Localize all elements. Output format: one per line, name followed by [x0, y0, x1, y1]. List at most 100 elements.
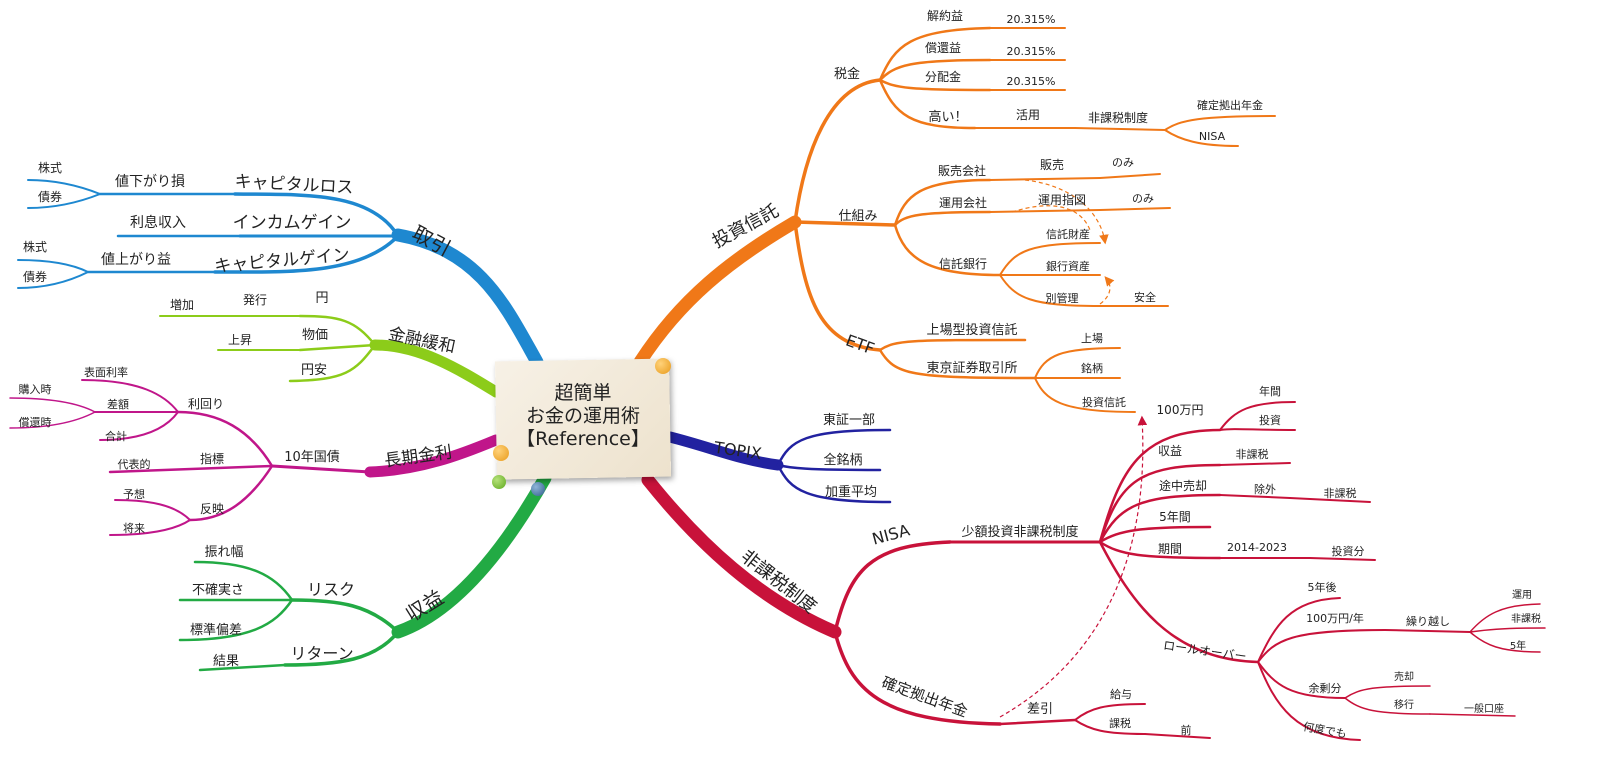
label-enyasu: 円安 — [301, 363, 327, 378]
label-shokaneki: 償還益 — [925, 41, 961, 55]
label-nenkan: 年間 — [1259, 384, 1281, 398]
label-shorai: 将来 — [123, 522, 145, 535]
label-shikumi: 仕組み — [838, 209, 877, 224]
label-kikan: 期間 — [1158, 542, 1182, 556]
label-gonenkan: 5年間 — [1159, 510, 1191, 524]
label-toshibun: 投資分 — [1332, 544, 1365, 558]
label-unyo-shizu: 運用指図 — [1038, 192, 1086, 207]
label-shokan-rate: 20.315% — [1007, 45, 1056, 58]
label-hikazei1: 非課税 — [1236, 447, 1269, 461]
label-nomi2: のみ — [1132, 192, 1154, 205]
label-fukakujitsu: 不確実さ — [192, 582, 244, 598]
label-hikazei3: 非課税 — [1511, 612, 1541, 625]
label-kazei: 課税 — [1109, 716, 1131, 730]
label-jojo: 上場 — [1081, 332, 1103, 345]
central-title-line3: 【Reference】 — [516, 428, 650, 450]
label-gokei: 合計 — [105, 429, 127, 443]
label-nandodemo: 何度でも — [1302, 719, 1348, 740]
label-kabu1: 株式 — [38, 160, 62, 175]
label-sagaku: 差額 — [107, 397, 129, 411]
branch-toshin — [633, 26, 1276, 413]
label-katsuyo: 活用 — [1016, 108, 1040, 122]
label-nisa-small: NISA — [1199, 130, 1226, 143]
arrows-orange — [1011, 179, 1115, 305]
label-kyuyo: 給与 — [1110, 687, 1132, 701]
label-jogai: 除外 — [1254, 482, 1276, 496]
label-betsu-kanri: 別管理 — [1046, 291, 1079, 305]
label-bunpai-rate: 20.315% — [1007, 75, 1056, 88]
label-risoku: 利息収入 — [130, 214, 186, 231]
label-years: 2014-2023 — [1227, 541, 1287, 554]
pin-icon — [493, 445, 509, 461]
central-title-line2: お金の運用術 — [525, 405, 640, 427]
label-hyomen: 表面利率 — [84, 365, 128, 379]
label-kabu2: 株式 — [23, 239, 47, 254]
label-rollover: ロールオーバー — [1162, 638, 1247, 664]
label-etf: ETF — [843, 331, 877, 359]
label-topix: TOPIX — [712, 438, 763, 464]
label-shintaku-ginko: 信託銀行 — [939, 256, 987, 271]
label-kurikoshi: 繰り越し — [1406, 614, 1450, 628]
label-meigara: 銘柄 — [1081, 361, 1103, 375]
label-kaiyaku: 解約益 — [927, 8, 963, 23]
label-tochu: 途中売却 — [1159, 478, 1207, 493]
label-hyakuman-nen: 100万円/年 — [1306, 611, 1364, 625]
label-ginko-shisan: 銀行資産 — [1046, 259, 1090, 273]
label-zoka: 増加 — [170, 298, 194, 312]
branch-torihiki — [17, 179, 544, 369]
label-nomi1: のみ — [1112, 156, 1134, 169]
label-neage-son: 値下がり損 — [115, 174, 185, 190]
label-shogaku: 少額投資非課税制度 — [961, 524, 1078, 540]
label-rimawari: 利回り — [188, 397, 224, 411]
label-income-gain: インカムゲイン — [233, 213, 352, 233]
label-kaju-heikin: 加重平均 — [825, 484, 877, 500]
label-shueki-n: 収益 — [1158, 444, 1182, 458]
label-yojobun: 余剰分 — [1309, 681, 1342, 695]
label-daihyo: 代表的 — [118, 457, 151, 471]
label-tosho: 東京証券取引所 — [926, 360, 1017, 376]
label-kokusai: 10年国債 — [284, 450, 340, 465]
central-topic-title: 超簡単 お金の運用術 【Reference】 — [496, 382, 670, 451]
label-kekka: 結果 — [213, 654, 239, 669]
label-toshin: 投資信託 — [709, 200, 782, 252]
label-ippan: 一般口座 — [1464, 702, 1504, 715]
branch-shueki — [178, 471, 552, 672]
label-zen-meigara: 全銘柄 — [823, 452, 862, 468]
branch-hikazei — [641, 401, 1546, 741]
label-josho: 上昇 — [228, 333, 252, 347]
label-shihyo: 指標 — [200, 451, 224, 466]
label-yoso: 予想 — [123, 487, 145, 501]
label-shokan: 償還時 — [19, 415, 52, 429]
label-hyakuman: 100万円 — [1157, 403, 1204, 417]
arrows-red — [999, 415, 1148, 718]
label-hanbai: 販売 — [1040, 157, 1064, 172]
label-hanei: 反映 — [200, 502, 224, 516]
pin-icon — [492, 475, 506, 489]
label-hikazei-seido: 非課税制度 — [1088, 110, 1148, 125]
label-saiken2: 債券 — [23, 269, 47, 284]
branch-kinyu — [159, 314, 502, 398]
label-takai: 高い！ — [928, 109, 967, 125]
label-risk: リスク — [307, 580, 355, 599]
label-anzen: 安全 — [1134, 290, 1156, 304]
label-furehaba: 振れ幅 — [204, 545, 243, 560]
label-unyo-gaisha: 運用会社 — [939, 195, 987, 210]
label-kakutei: 確定拠出年金 — [1197, 98, 1263, 112]
label-gonengo: 5年後 — [1308, 580, 1337, 594]
label-kakutei-n: 確定拠出年金 — [879, 673, 970, 721]
label-nisa: NISA — [870, 520, 912, 548]
label-hanbai-gaisha: 販売会社 — [938, 163, 986, 178]
label-kaiyaku-rate: 20.315% — [1007, 13, 1056, 26]
label-shintaku-zaisan: 信託財産 — [1046, 227, 1090, 241]
label-toshi-shintaku: 投資信託 — [1082, 395, 1126, 409]
central-title-line1: 超簡単 — [554, 382, 612, 404]
label-konyu: 購入時 — [19, 382, 52, 396]
label-baikyaku: 売却 — [1394, 670, 1414, 683]
label-sabiki: 差引 — [1027, 702, 1053, 717]
branch-topix — [664, 428, 892, 504]
label-mae: 前 — [1181, 723, 1192, 737]
label-saiken1: 債券 — [38, 189, 62, 204]
branch-choki — [9, 379, 502, 536]
label-hyojun: 標準偏差 — [190, 622, 242, 638]
